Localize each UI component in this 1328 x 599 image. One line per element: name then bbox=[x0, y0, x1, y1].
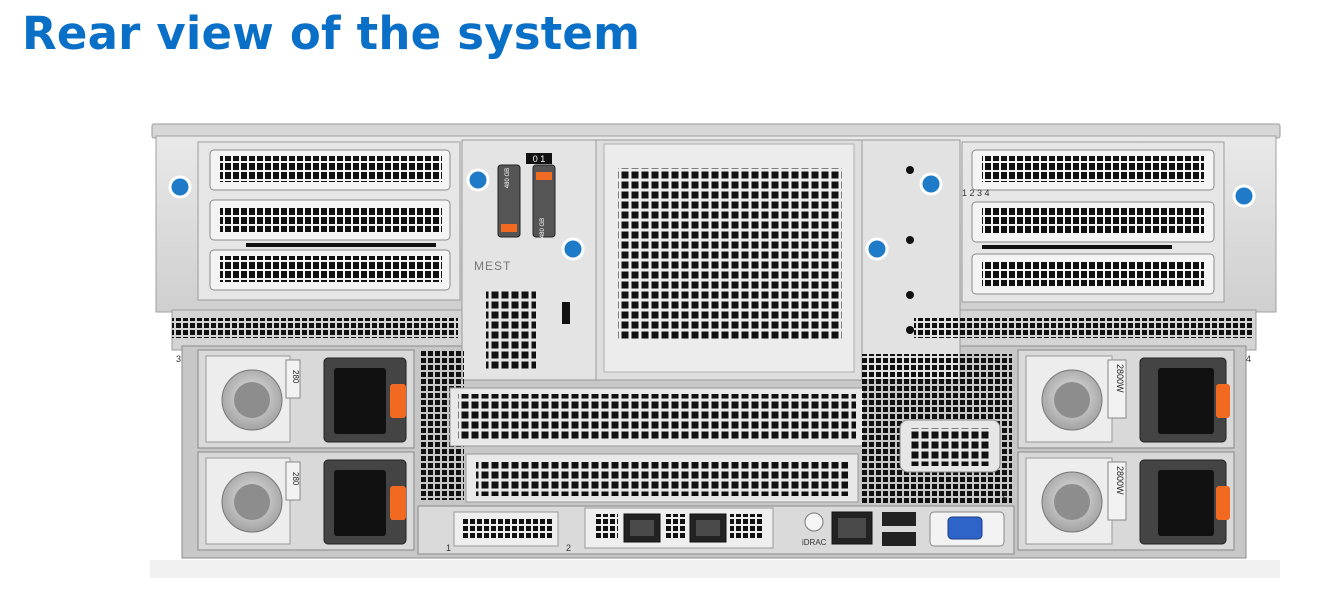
boss-capacity-right: 480 GB bbox=[540, 218, 546, 238]
psu-left-bottom: 280 bbox=[197, 451, 415, 551]
page-title: Rear view of the system bbox=[22, 7, 641, 60]
pcie-slot-left-3 bbox=[209, 249, 451, 291]
riser-3-label: 3 bbox=[176, 354, 181, 364]
riser-4-label: 4 bbox=[1246, 354, 1251, 364]
lower-vents bbox=[172, 318, 1254, 504]
pcie-slot-right-3 bbox=[971, 253, 1215, 295]
io-panel: 2 1 iDRAC 2 bbox=[417, 490, 1015, 555]
ocp-nic-port-1 bbox=[623, 513, 661, 543]
psu-left-top-rating: 280 bbox=[291, 370, 300, 384]
center-right-plate: 1 2 3 4 bbox=[861, 139, 990, 381]
pcie-slot-right-2 bbox=[971, 201, 1215, 243]
pcie-slot-left-1 bbox=[209, 149, 451, 191]
psu-right-bottom-rating: 2800W bbox=[1115, 466, 1125, 495]
riser-left bbox=[197, 141, 461, 301]
ocp-nic-port-2 bbox=[689, 513, 727, 543]
idrac-label: iDRAC bbox=[802, 538, 827, 547]
boss-slot-numbers: 0 1 bbox=[533, 154, 546, 164]
idrac-port: iDRAC bbox=[802, 511, 873, 547]
psu-left-bottom-rating: 280 bbox=[291, 472, 300, 486]
riser-right bbox=[961, 141, 1225, 303]
slot-markers: 1 2 3 4 bbox=[962, 188, 990, 198]
vga-port bbox=[929, 511, 1005, 547]
pcie-slot-left-2 bbox=[209, 199, 451, 241]
usb-ports bbox=[882, 512, 916, 546]
psu-right-top: 2800W bbox=[1017, 349, 1235, 449]
ocp-port-1-label: 1 bbox=[446, 543, 451, 553]
center-vent-cover bbox=[595, 139, 863, 381]
mest-label: MEST bbox=[474, 259, 511, 273]
psu-left-top: 280 bbox=[197, 349, 415, 449]
boss-capacity-left: 480 GB bbox=[505, 168, 511, 188]
lom-slot-label: 2 bbox=[1002, 490, 1007, 500]
psu-right-bottom: 2800W bbox=[1017, 451, 1235, 551]
pcie-slot-right-1 bbox=[971, 149, 1215, 191]
captive-screws bbox=[168, 168, 1256, 261]
ocp-port-2-label: 2 bbox=[566, 543, 571, 553]
psu-right-top-rating: 2800W bbox=[1115, 364, 1125, 393]
chassis bbox=[151, 123, 1281, 559]
boss-module: 0 1 480 GB 480 GB MEST bbox=[461, 139, 597, 381]
